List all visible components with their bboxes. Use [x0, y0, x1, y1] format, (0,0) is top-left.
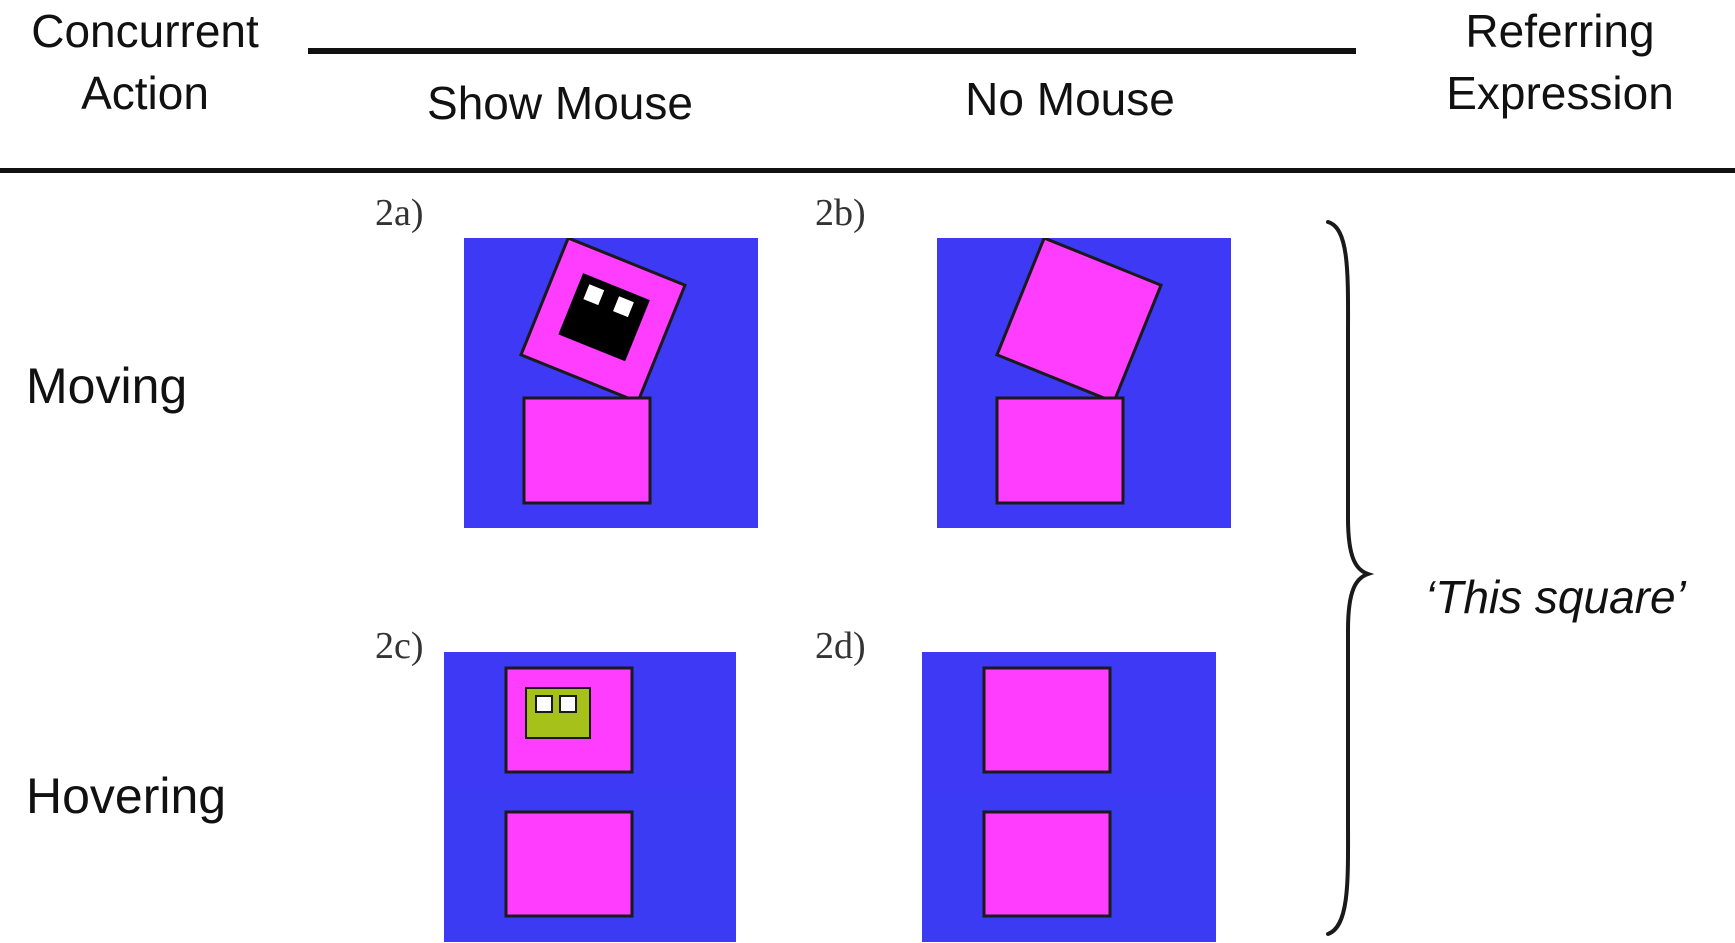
panel-hovering-show-mouse	[444, 652, 736, 942]
referring-expression-text: ‘This square’	[1425, 571, 1686, 623]
panel-label-2d: 2d)	[815, 625, 866, 667]
row-label-moving: Moving	[26, 358, 188, 414]
column-header-no-mouse: No Mouse	[965, 73, 1175, 125]
column-header-concurrent-action: Concurrent Action	[0, 0, 290, 124]
panel-label-2b: 2b)	[815, 192, 866, 234]
right-brace	[1326, 220, 1375, 936]
panel-moving-show-mouse	[464, 238, 758, 528]
panel-2a-figure	[464, 238, 758, 528]
referring-expression-line2: Expression	[1446, 67, 1674, 119]
panel-moving-no-mouse	[937, 238, 1231, 528]
moving-square	[519, 238, 687, 404]
mouse-columns-rule	[308, 48, 1356, 54]
referring-expression-line1: Referring	[1465, 5, 1655, 57]
concurrent-action-line2: Action	[81, 67, 209, 119]
hovering-square	[982, 666, 1112, 774]
cursor-icon	[558, 273, 650, 362]
panel-label-2a: 2a)	[375, 192, 424, 234]
cursor-eye-right	[613, 296, 634, 318]
target-square	[995, 396, 1125, 505]
panel-label-2c: 2c)	[375, 625, 424, 667]
cursor-eye-right	[559, 695, 577, 713]
panel-2c-figure	[444, 652, 736, 942]
cursor-eye-left	[583, 284, 605, 306]
cursor-eye-left	[535, 695, 553, 713]
header-rule	[0, 168, 1735, 173]
panel-2b-figure	[937, 238, 1231, 528]
magenta-square	[995, 238, 1163, 404]
moving-square	[995, 238, 1163, 404]
target-square	[522, 396, 652, 505]
target-square	[982, 810, 1112, 918]
panel-hovering-no-mouse	[922, 652, 1216, 942]
panel-2d-figure	[922, 652, 1216, 942]
concurrent-action-line1: Concurrent	[31, 5, 259, 57]
column-header-referring-expression: Referring Expression	[1410, 0, 1710, 124]
row-label-hovering: Hovering	[26, 768, 227, 824]
column-header-show-mouse: Show Mouse	[427, 77, 693, 129]
target-square	[504, 810, 634, 918]
